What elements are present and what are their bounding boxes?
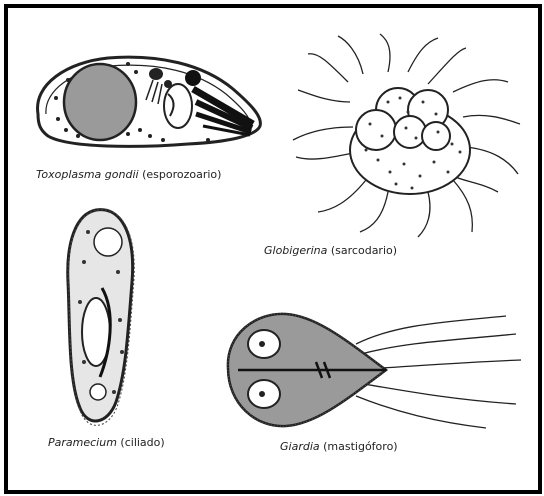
paramecium-group: (ciliado) — [120, 436, 164, 449]
paramecium-illustration — [48, 202, 158, 432]
paramecium-caption: Paramecium (ciliado) — [48, 436, 165, 449]
giardia-genus: Giardia — [280, 440, 320, 453]
toxoplasma-genus: Toxoplasma gondii — [36, 168, 139, 181]
toxoplasma-caption: Toxoplasma gondii (esporozoario) — [36, 168, 221, 181]
paramecium-genus: Paramecium — [48, 436, 117, 449]
globigerina-genus: Globigerina — [264, 244, 327, 257]
toxoplasma-illustration — [28, 44, 268, 156]
globigerina-illustration — [288, 32, 528, 242]
toxoplasma-group: (esporozoario) — [142, 168, 221, 181]
figure-frame: Toxoplasma gondii (esporozoario) — [4, 4, 542, 494]
globigerina-caption: Globigerina (sarcodario) — [264, 244, 397, 257]
giardia-group: (mastigóforo) — [323, 440, 397, 453]
globigerina-group: (sarcodario) — [331, 244, 397, 257]
giardia-illustration — [216, 304, 526, 434]
giardia-caption: Giardia (mastigóforo) — [280, 440, 398, 453]
